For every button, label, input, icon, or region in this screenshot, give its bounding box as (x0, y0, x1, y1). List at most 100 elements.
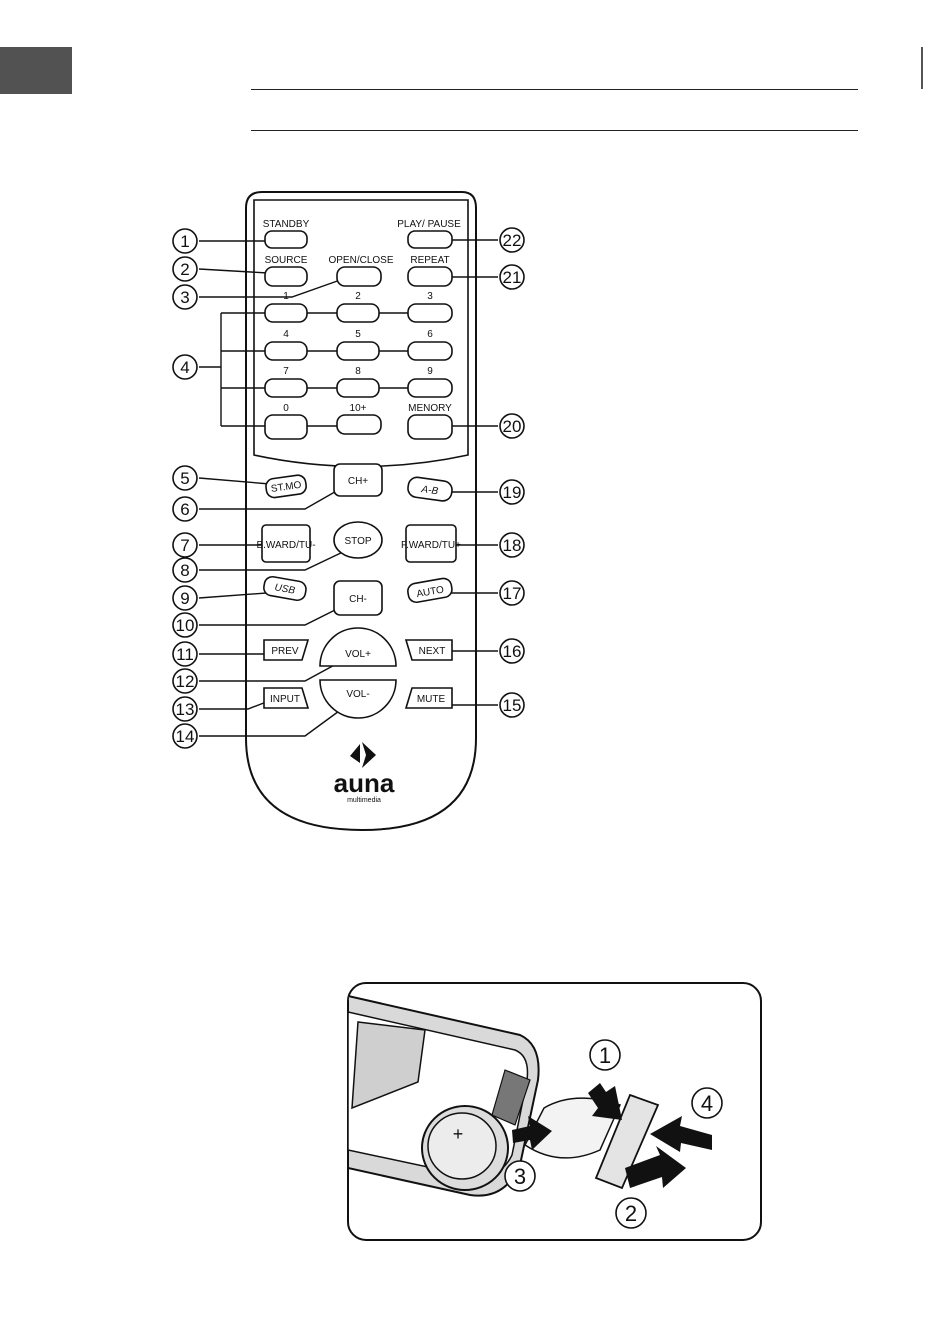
vol-plus-text: VOL+ (345, 649, 371, 660)
b-ward-text: B.WARD/TU- (256, 540, 315, 551)
repeat-button[interactable] (408, 267, 452, 286)
callout-10: 10 (173, 613, 197, 637)
coin-battery: + (422, 1106, 508, 1190)
vol-minus-text: VOL- (346, 689, 369, 700)
svg-text:17: 17 (503, 584, 522, 603)
callout-21: 21 (500, 265, 524, 289)
callouts-right: 15 16 17 18 19 20 21 22 (500, 228, 524, 717)
battery-plus-symbol: + (453, 1124, 464, 1144)
brand-name: auna (334, 768, 395, 798)
callout-15: 15 (500, 693, 524, 717)
digit-0-label: 0 (283, 403, 289, 414)
callout-20: 20 (500, 414, 524, 438)
svg-text:8: 8 (180, 561, 189, 580)
svg-text:5: 5 (180, 469, 189, 488)
svg-text:3: 3 (180, 288, 189, 307)
battery-step-3: 3 (505, 1161, 535, 1191)
svg-text:1: 1 (180, 232, 189, 251)
repeat-label: REPEAT (410, 255, 449, 266)
svg-text:19: 19 (503, 483, 522, 502)
battery-step-2: 2 (616, 1198, 646, 1228)
digit-6-button[interactable] (408, 342, 452, 360)
standby-button[interactable] (265, 231, 307, 248)
digit-10-plus-label: 10+ (350, 403, 367, 414)
digit-0-button[interactable] (265, 415, 307, 439)
digit-2-label: 2 (355, 291, 361, 302)
prev-text: PREV (271, 646, 299, 657)
callout-8: 8 (173, 558, 197, 582)
callout-9: 9 (173, 586, 197, 610)
remote-body-outline (246, 192, 476, 830)
svg-text:18: 18 (503, 536, 522, 555)
open-close-button[interactable] (337, 267, 381, 286)
callout-12: 12 (173, 669, 197, 693)
digit-3-button[interactable] (408, 304, 452, 322)
svg-text:13: 13 (176, 700, 195, 719)
callout-5: 5 (173, 466, 197, 490)
input-text: INPUT (270, 694, 300, 705)
digit-10-plus-button[interactable] (337, 415, 381, 434)
callout-13: 13 (173, 697, 197, 721)
svg-text:12: 12 (176, 672, 195, 691)
svg-text:7: 7 (180, 536, 189, 555)
battery-step-1: 1 (590, 1040, 620, 1070)
battery-step-4: 4 (692, 1088, 722, 1118)
callout-6: 6 (173, 497, 197, 521)
svg-text:11: 11 (176, 645, 194, 664)
callout-22: 22 (500, 228, 524, 252)
svg-text:6: 6 (180, 500, 189, 519)
ch-plus-text: CH+ (348, 476, 368, 487)
source-label: SOURCE (265, 255, 308, 266)
stop-text: STOP (344, 536, 371, 547)
digit-2-button[interactable] (337, 304, 379, 322)
digit-8-button[interactable] (337, 379, 379, 397)
callouts-left: 1 2 3 4 5 6 7 8 9 10 11 12 13 14 (173, 229, 197, 748)
digit-7-button[interactable] (265, 379, 307, 397)
open-close-label: OPEN/CLOSE (328, 255, 393, 266)
svg-text:20: 20 (503, 417, 522, 436)
digit-5-button[interactable] (337, 342, 379, 360)
callout-1: 1 (173, 229, 197, 253)
digit-1-label: 1 (283, 291, 289, 302)
play-pause-button[interactable] (408, 231, 452, 248)
digit-5-label: 5 (355, 329, 361, 340)
digit-9-label: 9 (427, 366, 433, 377)
callout-17: 17 (500, 581, 524, 605)
callout-7: 7 (173, 533, 197, 557)
play-pause-label: PLAY/ PAUSE (397, 219, 461, 230)
svg-text:4: 4 (701, 1091, 713, 1116)
next-text: NEXT (419, 646, 446, 657)
standby-label: STANDBY (263, 219, 310, 230)
svg-text:2: 2 (180, 260, 189, 279)
ch-minus-text: CH- (349, 594, 367, 605)
callout-19: 19 (500, 480, 524, 504)
memory-button[interactable] (408, 415, 452, 439)
svg-text:4: 4 (180, 358, 189, 377)
svg-text:15: 15 (503, 696, 522, 715)
digit-1-button[interactable] (265, 304, 307, 322)
memory-label: MENORY (408, 403, 452, 414)
callout-4: 4 (173, 355, 197, 379)
svg-text:3: 3 (514, 1164, 526, 1189)
svg-text:16: 16 (503, 642, 522, 661)
callout-16: 16 (500, 639, 524, 663)
callout-2: 2 (173, 257, 197, 281)
digit-3-label: 3 (427, 291, 433, 302)
callout-18: 18 (500, 533, 524, 557)
callout-14: 14 (173, 724, 197, 748)
battery-replacement-illustration: + 1 2 3 4 (348, 983, 761, 1240)
f-ward-text: F.WARD/TU+ (401, 540, 461, 551)
digit-6-label: 6 (427, 329, 433, 340)
mute-text: MUTE (417, 694, 446, 705)
svg-text:22: 22 (503, 231, 522, 250)
digit-4-label: 4 (283, 329, 289, 340)
source-button[interactable] (265, 267, 307, 286)
digit-4-button[interactable] (265, 342, 307, 360)
digit-9-button[interactable] (408, 379, 452, 397)
svg-text:10: 10 (176, 616, 195, 635)
callout-11: 11 (173, 642, 197, 666)
svg-text:2: 2 (625, 1201, 637, 1226)
digit-7-label: 7 (283, 366, 289, 377)
svg-text:14: 14 (176, 727, 195, 746)
